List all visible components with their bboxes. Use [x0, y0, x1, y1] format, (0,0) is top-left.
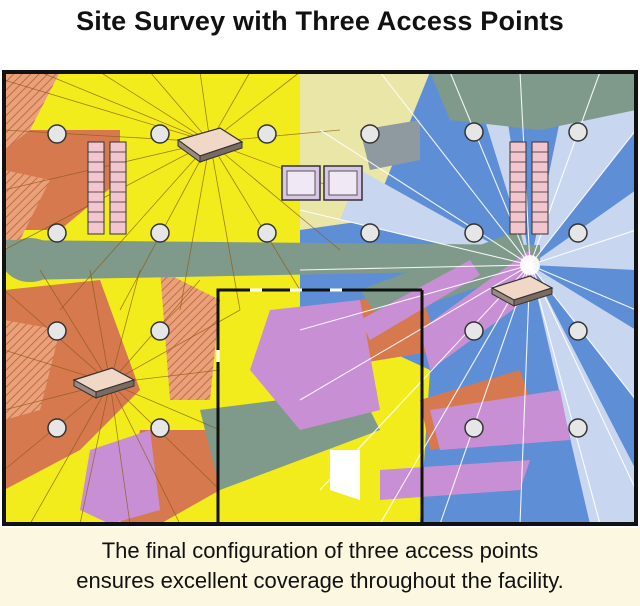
floor-plan — [2, 70, 638, 526]
access-point-icon — [490, 275, 554, 307]
shelving-rack — [87, 141, 549, 235]
equipment-box — [281, 165, 363, 201]
diagram-title: Site Survey with Three Access Points — [76, 6, 564, 36]
caption-line-2: ensures excellent coverage throughout th… — [76, 568, 564, 593]
outer-wall — [2, 70, 638, 526]
coverage-lavender-region — [250, 300, 380, 430]
caption-line-1: The final configuration of three access … — [101, 538, 539, 563]
access-point-icon — [176, 127, 244, 163]
access-point-icon — [72, 367, 136, 399]
pillar — [47, 122, 588, 438]
caption-box: The final configuration of three access … — [0, 528, 640, 606]
interior-wall — [216, 288, 424, 524]
